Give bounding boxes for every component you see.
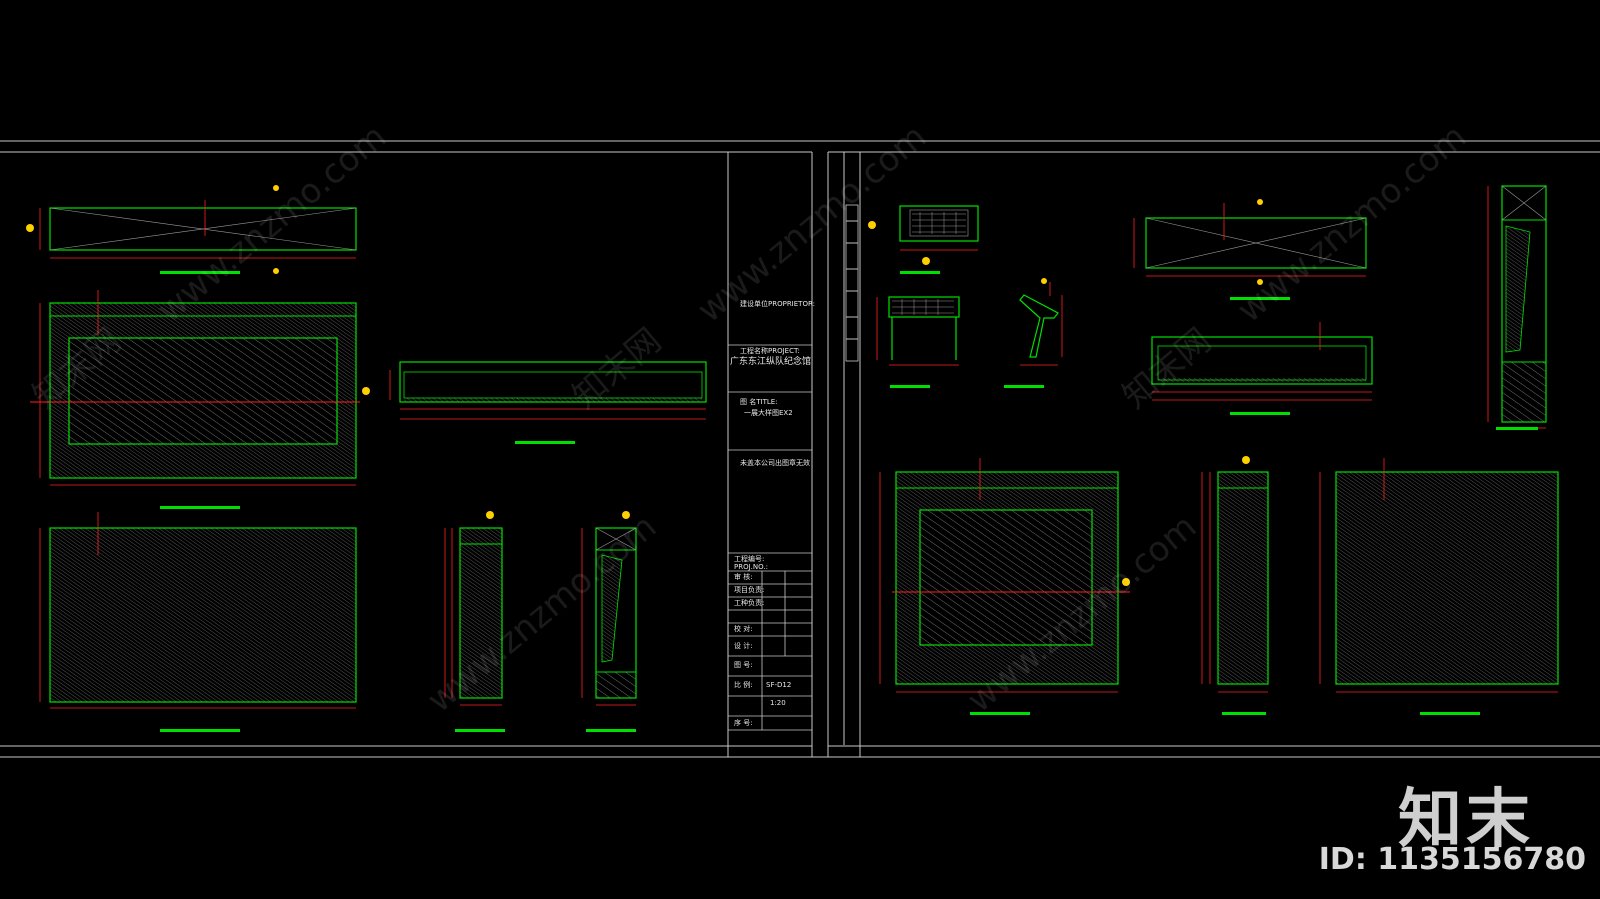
- right-elevation-glass-panel: [879, 458, 1130, 715]
- right-section-long: [1151, 322, 1373, 415]
- left-elevation-back: [39, 512, 357, 732]
- proj-no-label-en: PROJ.NO.:: [734, 563, 768, 571]
- sheet-frames: [0, 140, 1600, 758]
- left-elevation-glass-panel: [30, 290, 370, 509]
- title-label: 图 名TITLE:: [740, 398, 778, 406]
- stamp-note: 未盖本公司出图章无效: [740, 459, 810, 467]
- right-detail-bench-side: [1004, 278, 1063, 388]
- left-section-long: [389, 361, 707, 444]
- title-block-row: 工种负责:: [734, 599, 765, 607]
- title-block-row: 设 计:: [734, 642, 753, 650]
- left-plan-view: [26, 185, 357, 274]
- project-name: 广东东江纵队纪念馆: [730, 357, 812, 367]
- image-id: ID: 1135156780: [1318, 842, 1586, 877]
- title-block-row: 审 核:: [734, 573, 753, 581]
- right-detail-bench-plan: [868, 205, 979, 274]
- title-block-row: 校 对:: [734, 625, 753, 633]
- right-tall-section: [1487, 185, 1547, 430]
- title-value: 一展大样图EX2: [744, 409, 793, 417]
- proprietor-label: 建设单位PROPRIETOR:: [740, 300, 815, 308]
- right-elevation-back: [1319, 458, 1559, 715]
- right-detail-bench-elevation: [876, 296, 960, 388]
- drawing-number: SF-D12: [766, 681, 792, 689]
- right-side-elevation: [1201, 456, 1269, 715]
- title-block-row: 序 号:: [734, 719, 753, 727]
- left-side-elevation-a: [444, 511, 505, 732]
- scale-value: 1:20: [770, 699, 786, 707]
- title-block-row: 项目负责:: [734, 586, 765, 594]
- title-block-grid: [728, 344, 812, 731]
- brand-logo: 知末: [1398, 783, 1534, 857]
- project-label: 工程名称PROJECT:: [740, 347, 800, 355]
- right-sheet-stamp-column: [845, 204, 859, 362]
- right-plan-view: [1133, 199, 1367, 300]
- title-block-row: 比 例:: [734, 681, 753, 689]
- left-side-section-b: [581, 511, 637, 732]
- proj-no-label: 工程编号:: [734, 555, 765, 563]
- title-block-row: 图 号:: [734, 661, 753, 669]
